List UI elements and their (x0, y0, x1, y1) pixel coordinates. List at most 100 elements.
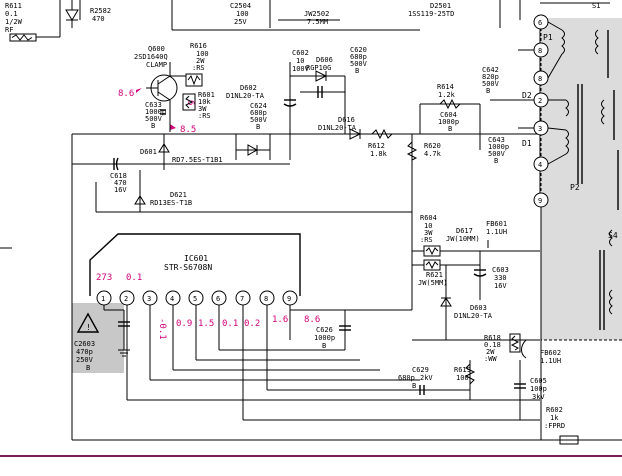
c629-val: 680p (398, 374, 415, 382)
d602-part: D1NL20-TA (226, 92, 265, 100)
fb601-ref: FB601 (486, 220, 507, 228)
meas-pin7: 0.2 (244, 319, 260, 329)
svg-text:6: 6 (538, 19, 542, 27)
warning-icon (76, 312, 100, 333)
c605-v: 3kV (532, 393, 545, 401)
r601-ref: R601 (198, 91, 215, 99)
d616-part: D1NL20-TA (318, 124, 357, 132)
c604-t: B (448, 125, 452, 133)
r611-w: 1/2W (5, 18, 23, 26)
svg-text:2: 2 (538, 97, 542, 105)
c603-val: 330 (494, 274, 507, 282)
d606-ref: D606 (316, 56, 333, 64)
meas-pin8: 1.6 (272, 315, 288, 325)
label-p1: P1 (543, 33, 553, 42)
r604-w: 3W (424, 229, 433, 237)
d602-ref: D602 (240, 84, 257, 92)
r621-ref: R621 (426, 271, 443, 279)
r612-resistor (371, 128, 393, 140)
r611-rf: RF (5, 26, 13, 34)
r602-resistor (559, 435, 579, 445)
c626-t: B (322, 342, 326, 350)
d2501-ref: D2501 (430, 2, 451, 10)
r618-ww: :WW (484, 355, 497, 363)
r602-ref: R602 (546, 406, 563, 414)
c642-val: 820p (482, 73, 499, 81)
label-p2: P2 (570, 183, 580, 192)
fb601-val: 1.1UH (486, 228, 507, 236)
r620-val: 4.7k (424, 150, 442, 158)
c643-v: 500V (488, 150, 506, 158)
d602-diode (247, 144, 259, 156)
c624-val: 680p (250, 109, 267, 117)
winding-d1 (565, 129, 569, 155)
fb602-val: 1.1UH (540, 357, 561, 365)
fb602-ref: FB602 (540, 349, 561, 357)
r616-w: 2W (196, 57, 205, 65)
c643-val: 1000p (488, 143, 509, 151)
d2501-part: 1SS119-25TD (408, 10, 454, 18)
r618-w: 2W (486, 348, 495, 356)
r604-ref: R604 (420, 214, 437, 222)
svg-text:9: 9 (287, 295, 291, 303)
r616-val: 100 (196, 50, 209, 58)
meas-q-emit: 8.5 (180, 125, 196, 135)
r619-resistor (464, 363, 476, 385)
ic601-ref: IC601 (184, 254, 208, 263)
c633-v: 500V (145, 115, 163, 123)
c642-ref: C642 (482, 66, 499, 74)
c2504-val: 100 (236, 10, 249, 18)
r611-resistor (9, 33, 37, 42)
c604-val: 1000p (438, 118, 459, 126)
winding-d2 (565, 99, 569, 117)
fb602-ferrite (521, 339, 527, 359)
r619-val: 100 (456, 374, 469, 382)
svg-text:6: 6 (216, 295, 220, 303)
c643-t: B (494, 157, 498, 165)
c2603-t: B (86, 364, 90, 372)
meas-pin3: -0.1 (157, 318, 167, 340)
c605-val: 100p (530, 385, 547, 393)
svg-text:4: 4 (538, 161, 542, 169)
jw2502-val: 7.5MM (307, 18, 328, 26)
c605-ref: C605 (530, 377, 547, 385)
q600-part: 2SD1640Q (134, 53, 168, 61)
d601-ref: D601 (140, 148, 157, 156)
d606-diode (315, 70, 328, 82)
c624-v: 500V (250, 116, 268, 124)
d603-diode (440, 297, 452, 307)
d621-ref: D621 (170, 191, 187, 199)
d601-part: RD7.5ES-T1B1 (172, 156, 223, 164)
r604-rs: :RS (420, 236, 433, 244)
r619-ref: R619 (454, 366, 471, 374)
c629-v: 2kV (420, 374, 433, 382)
d617-jw: JW(10MM) (446, 235, 480, 243)
ic601-pins: 1 2 3 4 5 6 7 8 9 (96, 290, 298, 306)
r612-ref: R612 (368, 142, 385, 150)
c620-t: B (355, 67, 359, 75)
c633-t: B (151, 122, 155, 130)
d616-ref: D616 (338, 116, 355, 124)
svg-text:8: 8 (538, 47, 542, 55)
r618-resistor (509, 333, 521, 353)
q600-ref: Q600 (148, 45, 165, 53)
r620-resistor (406, 141, 418, 161)
c602-val: 10 (296, 57, 304, 65)
meas-pin4: 0.9 (176, 319, 192, 329)
c626-val: 1000p (314, 334, 335, 342)
c620-ref: C620 (350, 46, 367, 54)
ic601-part: STR-S6708N (164, 263, 212, 272)
zener-top (65, 9, 79, 21)
r614-ref: R614 (437, 83, 454, 91)
c2504-ref: C2504 (230, 2, 251, 10)
c603-v: 16V (494, 282, 507, 290)
svg-text:2: 2 (124, 295, 128, 303)
winding-s5 (609, 289, 613, 315)
d616-diode (349, 128, 362, 140)
c603-ref: C603 (492, 266, 509, 274)
meas-pin9: 8.6 (304, 315, 320, 325)
c2603-ref: C2603 (74, 340, 95, 348)
c629-t: B (412, 382, 416, 390)
r612-val: 1.8k (370, 150, 388, 158)
d621-diode (134, 195, 146, 205)
